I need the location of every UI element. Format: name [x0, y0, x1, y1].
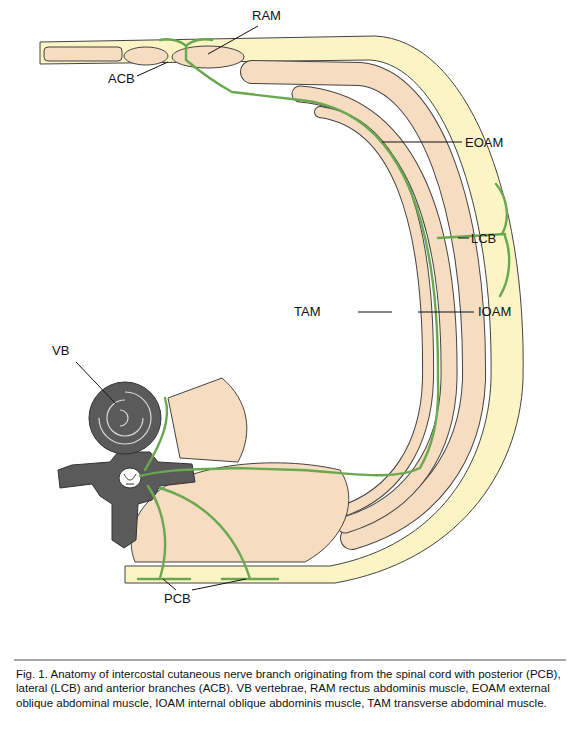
- vertebral-body: [89, 382, 161, 454]
- leader-line: [76, 362, 116, 404]
- part-label: EOAM: [465, 135, 503, 150]
- spinal-cord: [119, 468, 141, 488]
- leader-line: [358, 312, 392, 313]
- rectus-lobe: [124, 47, 168, 65]
- part-label: TAM: [294, 304, 320, 319]
- part-label: ACB: [108, 71, 135, 86]
- figure-caption: Fig. 1. Anatomy of intercostal cutaneous…: [16, 667, 566, 710]
- sheath-strip: [44, 47, 122, 61]
- part-label: IOAM: [478, 304, 511, 319]
- muscle-outline: [320, 112, 428, 512]
- anterior-branch: [160, 39, 212, 46]
- leader-line: [192, 579, 246, 590]
- lateral-branch: [438, 184, 509, 296]
- medial-branch: [145, 398, 167, 470]
- rectus-muscle: [172, 46, 244, 68]
- muscle-outline: [300, 94, 449, 525]
- part-label: LCB: [471, 231, 496, 246]
- intercostal-nerve: [140, 46, 438, 476]
- part-label: PCB: [164, 591, 191, 606]
- transverse-muscle: [320, 112, 428, 512]
- leader-line: [208, 26, 258, 54]
- nerve-branches: [138, 39, 509, 579]
- caption-rule: [14, 660, 566, 661]
- leader-line: [382, 142, 462, 143]
- leader-line: [458, 238, 469, 239]
- spinal-cord-grey: [124, 474, 136, 484]
- leader-line: [418, 312, 474, 313]
- skin-layer: [40, 36, 523, 583]
- leader-line: [137, 62, 168, 76]
- part-label: RAM: [252, 8, 281, 23]
- part-label: VB: [52, 343, 69, 358]
- vertebra-rings: [99, 392, 151, 444]
- posterior-branch: [160, 488, 278, 579]
- psoas-muscle: [168, 378, 247, 462]
- leader-line: [163, 579, 176, 590]
- internal-oblique-muscle: [300, 94, 449, 525]
- posterior-branch: [138, 486, 190, 579]
- leader-lines: [76, 26, 474, 590]
- vertebra-processes: [58, 452, 195, 548]
